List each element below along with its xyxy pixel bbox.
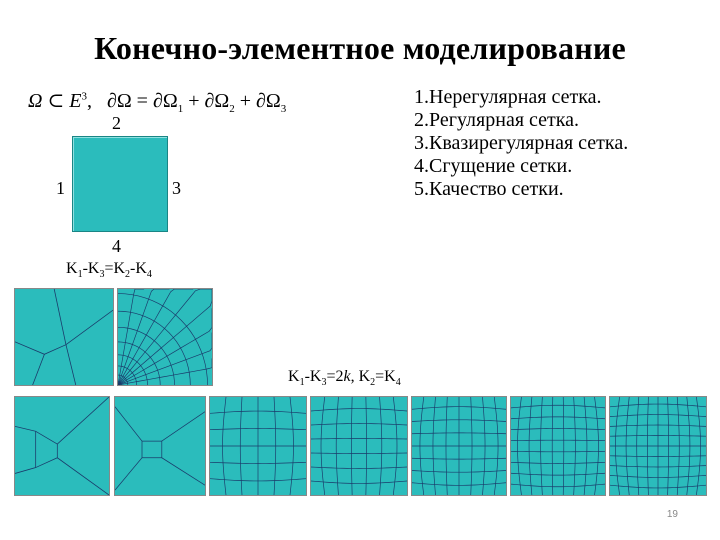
mesh-svg xyxy=(15,289,113,385)
rel1-minus: -K xyxy=(130,260,147,277)
rel2-sep: , K xyxy=(350,368,371,385)
rel2-minus: -K xyxy=(304,368,322,385)
rel1-minus: -K xyxy=(82,260,100,277)
mesh-types-list: 1.Нерегулярная сетка. 2.Регулярная сетка… xyxy=(414,86,628,201)
mesh-quasiregular-4 xyxy=(510,396,606,496)
rel2-sub: 4 xyxy=(395,377,401,389)
mesh-quasiregular-2 xyxy=(310,396,408,496)
formula-sub3: 3 xyxy=(280,103,287,115)
relation-equal: K1-K3=K2-K4 xyxy=(66,260,152,280)
mesh-svg xyxy=(311,397,407,495)
mesh-svg xyxy=(118,289,212,385)
formula-sup: 3 xyxy=(81,90,87,103)
mesh-svg xyxy=(511,397,605,495)
rel2-k: K xyxy=(288,368,300,385)
rel2-eq: =K xyxy=(375,368,396,385)
page-number: 19 xyxy=(666,509,678,520)
mesh-quasiregular-1 xyxy=(209,396,307,496)
rel2-sub: 1 xyxy=(299,377,305,389)
formula-sep: , xyxy=(86,90,92,112)
side-label-bottom: 4 xyxy=(112,236,121,256)
rel1-k: K xyxy=(66,260,78,277)
mesh-regular-1 xyxy=(117,288,213,386)
relation-double: K1-K3=2k, K2=K4 xyxy=(288,368,401,388)
rel1-sub: 2 xyxy=(125,269,131,281)
rel1-sub: 4 xyxy=(146,269,152,281)
mesh-irregular-2 xyxy=(14,396,110,496)
mesh-svg xyxy=(115,397,205,495)
formula-plus2: + ∂Ω xyxy=(234,90,281,112)
list-item: 5.Качество сетки. xyxy=(414,178,564,200)
rel1-sub: 1 xyxy=(77,269,83,281)
formula-sub2: 2 xyxy=(229,103,235,115)
mesh-quasiregular-3 xyxy=(411,396,507,496)
rel2-eq: =2 xyxy=(326,368,344,385)
mesh-svg xyxy=(610,397,706,495)
mesh-svg xyxy=(15,397,109,495)
formula-plus1: + ∂Ω xyxy=(183,90,230,112)
mesh-svg xyxy=(412,397,506,495)
domain-square xyxy=(72,136,168,232)
list-item: 4.Сгущение сетки. xyxy=(414,155,573,177)
side-label-right: 3 xyxy=(172,178,181,198)
mesh-irregular-3 xyxy=(114,396,206,496)
page-title: Конечно-элементное моделирование xyxy=(94,30,626,66)
rel1-sub: 3 xyxy=(99,269,105,281)
list-item: 1.Нерегулярная сетка. xyxy=(414,86,602,108)
rel2-sub: 3 xyxy=(321,377,327,389)
mesh-quasiregular-5 xyxy=(609,396,707,496)
formula-omega: Ω ⊂ E xyxy=(28,90,82,112)
list-item: 3.Квазирегулярная сетка. xyxy=(414,132,629,154)
list-item: 2.Регулярная сетка. xyxy=(414,109,580,131)
side-label-left: 1 xyxy=(56,178,65,198)
rel2-k-italic: k xyxy=(343,368,351,385)
mesh-irregular-1 xyxy=(14,288,114,386)
formula-boundary: ∂Ω = ∂Ω xyxy=(106,90,178,112)
rel2-sub: 2 xyxy=(370,377,376,389)
domain-formula: Ω ⊂ E3, ∂Ω = ∂Ω1 + ∂Ω2 + ∂Ω3 xyxy=(28,88,286,115)
formula-sub1: 1 xyxy=(177,103,184,115)
side-label-top: 2 xyxy=(112,113,121,133)
rel1-eq: =K xyxy=(104,260,126,277)
mesh-svg xyxy=(210,397,306,495)
